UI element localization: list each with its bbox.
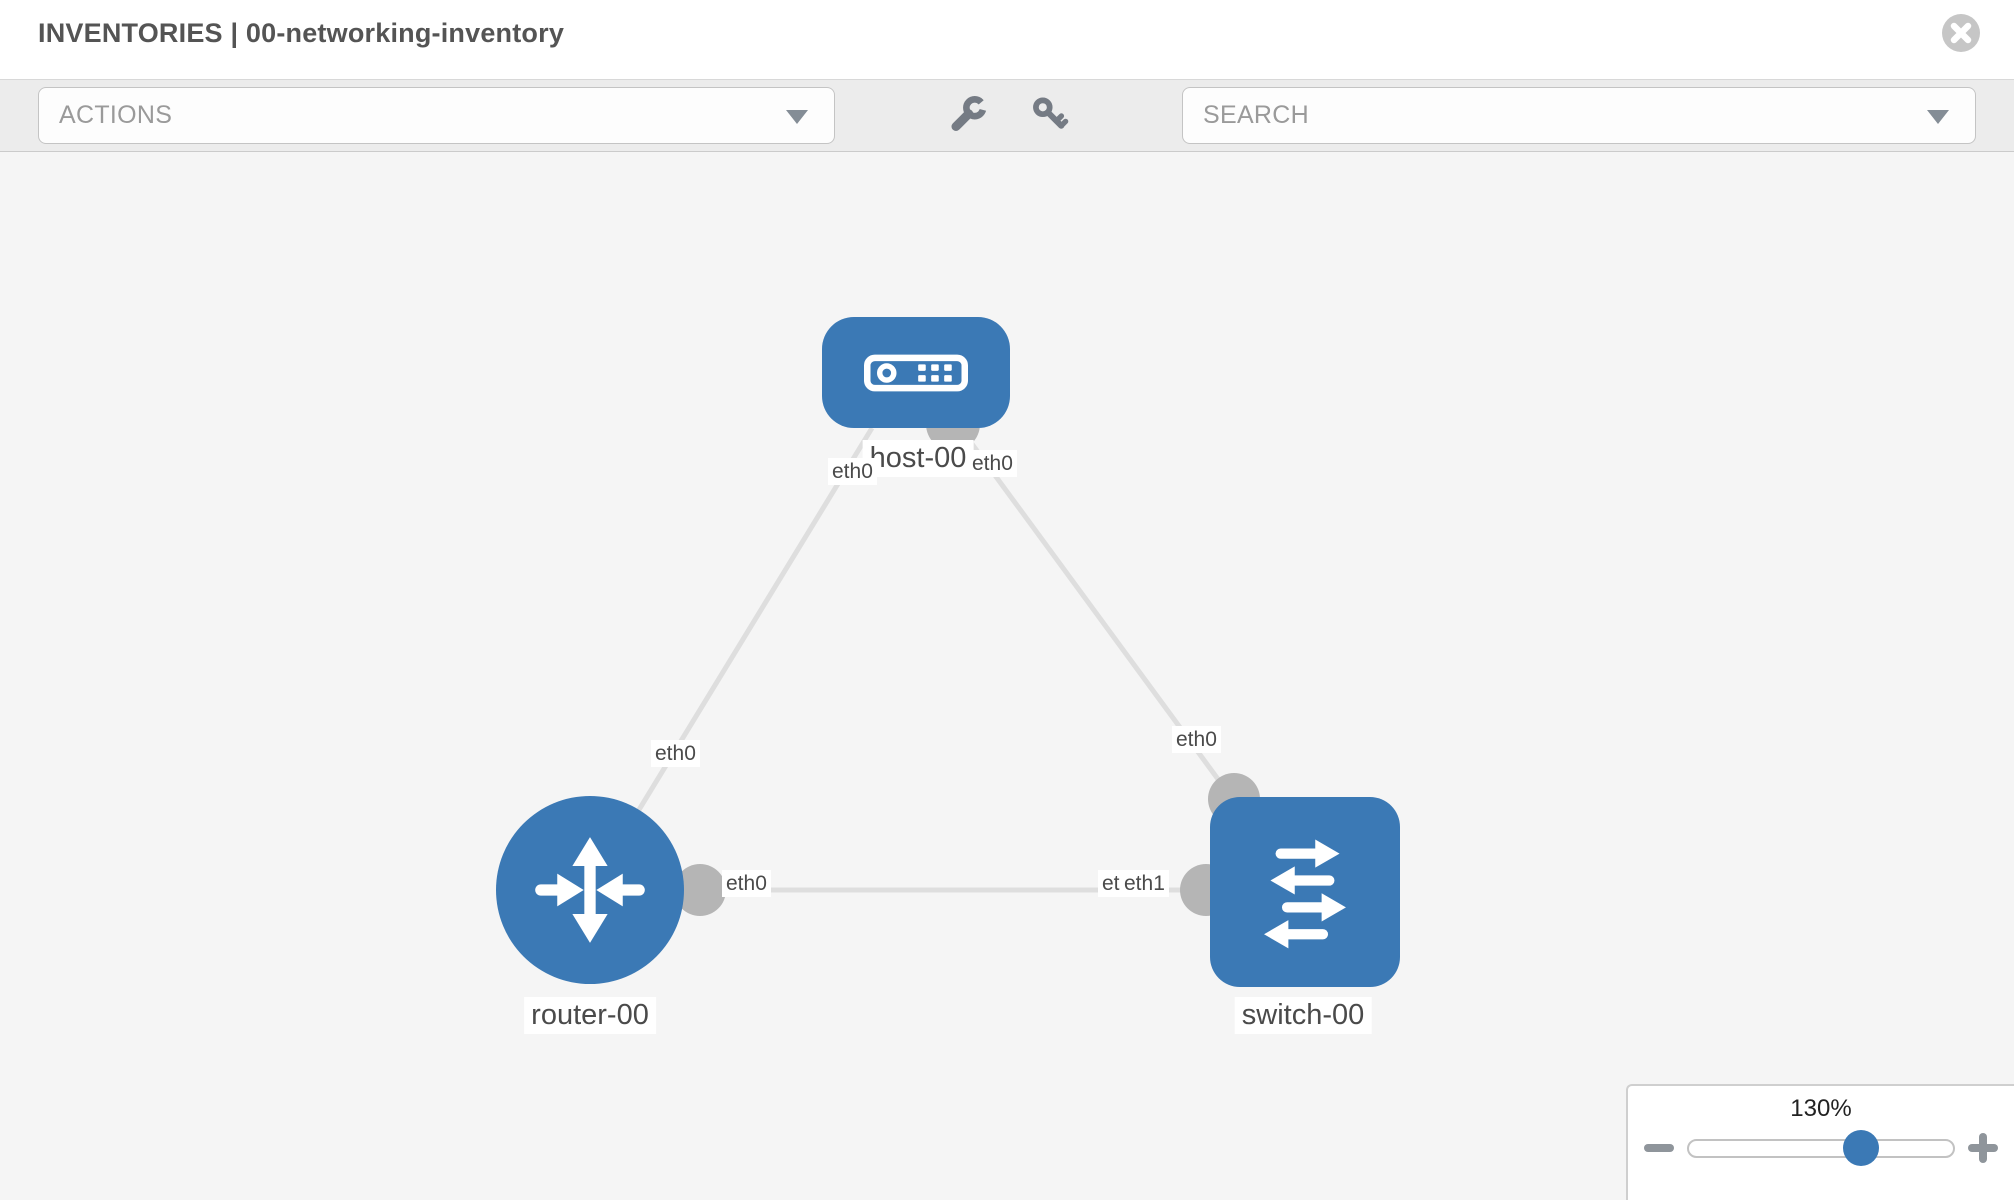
node-label-router: router-00 bbox=[524, 997, 656, 1034]
key-icon bbox=[1032, 97, 1068, 129]
zoom-level-readout: 130% bbox=[1790, 1095, 1852, 1122]
router-icon bbox=[535, 837, 645, 943]
zoom-slider-handle[interactable] bbox=[1843, 1129, 1879, 1166]
actions-dropdown-label: ACTIONS bbox=[59, 101, 173, 129]
wrench-icon bbox=[951, 95, 989, 131]
zoom-control-panel: 130% bbox=[1626, 1084, 2014, 1200]
node-host-00[interactable] bbox=[822, 317, 1010, 428]
toolbar: ACTIONS SEARCH bbox=[0, 79, 2014, 152]
configure-button[interactable] bbox=[944, 92, 992, 140]
switch-icon bbox=[1264, 839, 1346, 949]
search-dropdown-label: SEARCH bbox=[1203, 101, 1309, 129]
zoom-in-button[interactable] bbox=[1968, 1133, 1998, 1163]
close-icon bbox=[1942, 14, 1980, 52]
interface-label-switch-eth1: eth1 bbox=[1120, 870, 1169, 897]
zoom-slider-row bbox=[1628, 1129, 2014, 1166]
interface-label-host-right: eth0 bbox=[968, 450, 1017, 477]
node-label-switch: switch-00 bbox=[1234, 997, 1372, 1034]
interface-label-host-left: eth0 bbox=[828, 458, 877, 485]
chevron-down-icon bbox=[786, 109, 808, 124]
zoom-out-button[interactable] bbox=[1644, 1133, 1674, 1163]
interface-label-router-right: eth0 bbox=[722, 870, 771, 897]
zoom-slider-track[interactable] bbox=[1687, 1129, 1955, 1166]
node-label-host: host-00 bbox=[862, 440, 974, 477]
interface-stub-router bbox=[674, 864, 726, 916]
topology-links-layer bbox=[587, 397, 1260, 916]
toolbar-icon-group bbox=[835, 92, 1182, 140]
search-dropdown[interactable]: SEARCH bbox=[1182, 87, 1976, 144]
interface-label-link-right: eth0 bbox=[1172, 726, 1221, 753]
close-button[interactable] bbox=[1941, 13, 1981, 53]
host-icon bbox=[864, 354, 968, 391]
node-switch-00[interactable] bbox=[1210, 797, 1400, 987]
topology-canvas[interactable]: host-00 router-00 switch-00 eth0 eth0 et… bbox=[0, 152, 2014, 1200]
credentials-button[interactable] bbox=[1026, 92, 1074, 140]
actions-dropdown[interactable]: ACTIONS bbox=[38, 87, 835, 144]
page-title: INVENTORIES | 00-networking-inventory bbox=[38, 18, 565, 48]
interface-label-link-left: eth0 bbox=[651, 740, 700, 767]
chevron-down-icon bbox=[1927, 109, 1949, 124]
panel-header: INVENTORIES | 00-networking-inventory bbox=[0, 0, 2014, 79]
node-router-00[interactable] bbox=[496, 796, 684, 984]
minus-icon bbox=[1644, 1144, 1674, 1152]
plus-icon bbox=[1968, 1133, 1998, 1163]
